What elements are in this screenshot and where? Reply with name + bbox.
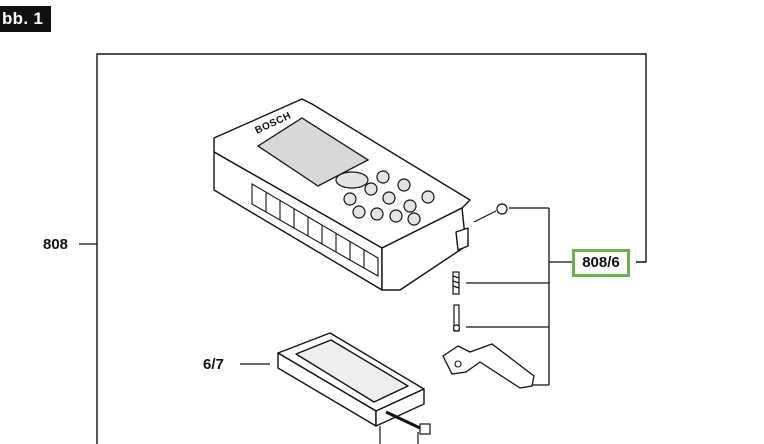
- callout-screw-set[interactable]: 808/6: [572, 249, 630, 277]
- long-pin: [452, 304, 461, 332]
- grip-ribs: [251, 183, 379, 277]
- figure-tag: bb. 1: [0, 6, 52, 32]
- battery-cover: [277, 332, 425, 427]
- hook-part: [442, 343, 535, 389]
- keypad: [335, 170, 435, 226]
- screw-top: [473, 203, 508, 223]
- cover-tab: [379, 410, 431, 444]
- screw-set-bracket: [466, 207, 572, 386]
- hook-hole: [454, 360, 462, 368]
- callout-battery-cover: 6/7: [203, 356, 224, 373]
- display-window: [256, 117, 370, 187]
- callout-housing: 808: [43, 236, 69, 253]
- assembly-frame: [96, 53, 647, 444]
- threaded-pin: [452, 271, 460, 295]
